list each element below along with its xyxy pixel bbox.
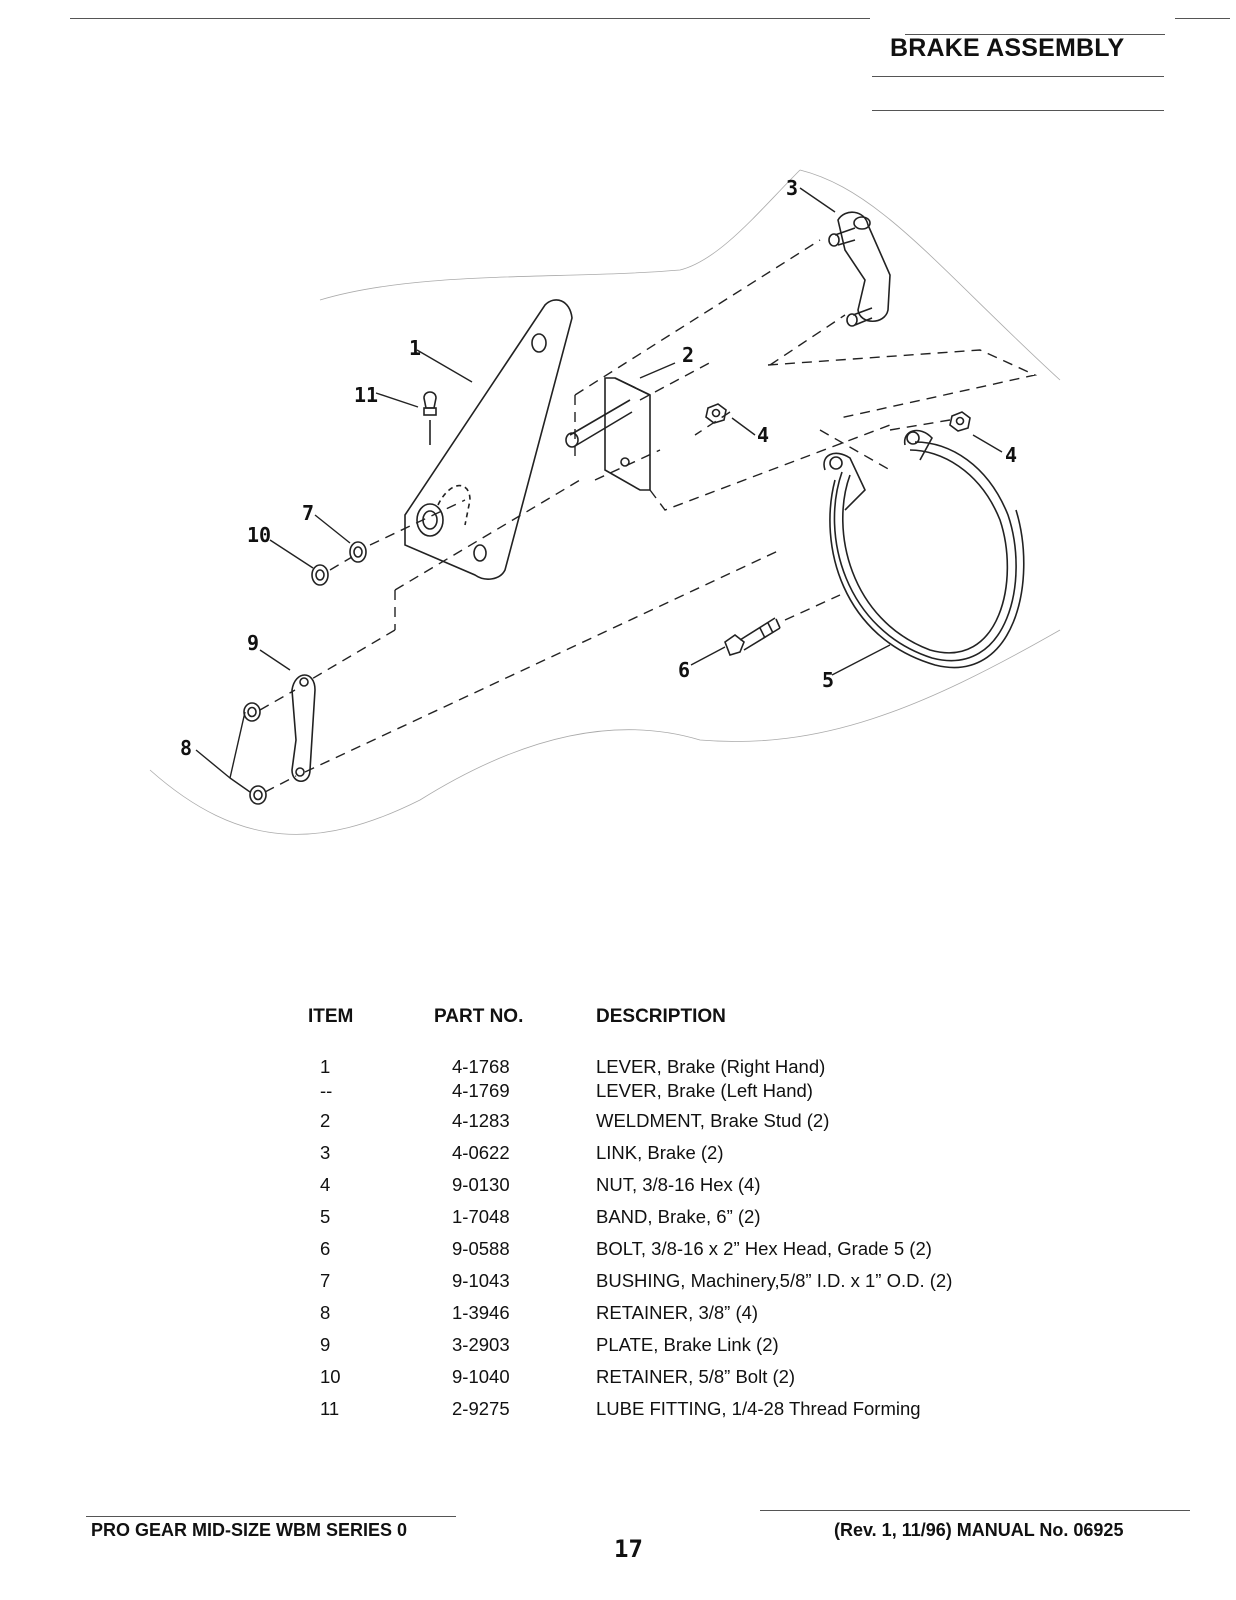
description-cell: WELDMENT, Brake Stud (2) [596,1110,830,1131]
brake-stud-weldment [565,377,651,491]
item-cell: 9 [320,1334,331,1355]
table-row: 8 1-3946 RETAINER, 3/8” (4) [0,1302,1236,1332]
hex-nut-right [949,411,971,432]
item-cell: 10 [320,1366,341,1387]
hex-nut-upper [705,403,727,424]
title-rule-1 [872,76,1164,77]
description-cell: LEVER, Brake (Left Hand) [596,1080,813,1101]
table-row: 6 9-0588 BOLT, 3/8-16 x 2” Hex Head, Gra… [0,1238,1236,1268]
description-cell: RETAINER, 3/8” (4) [596,1302,759,1323]
brake-assembly-diagram: 1 2 3 4 4 5 6 7 8 9 10 11 [149,169,1061,835]
table-row: 4 9-0130 NUT, 3/8-16 Hex (4) [0,1174,1236,1204]
brake-link-plate [291,674,316,783]
footer-rule-right [760,1510,1190,1511]
table-row: 11 2-9275 LUBE FITTING, 1/4-28 Thread Fo… [0,1398,1236,1428]
column-header-description: DESCRIPTION [596,1006,726,1027]
title-rule-2 [872,110,1164,111]
part-cell: 9-0130 [452,1174,510,1195]
table-row: 2 4-1283 WELDMENT, Brake Stud (2) [0,1110,1236,1140]
part-cell: 4-0622 [452,1142,510,1163]
brake-band [823,429,1025,669]
table-row: 5 1-7048 BAND, Brake, 6” (2) [0,1206,1236,1236]
top-rule-right [1175,18,1230,19]
description-cell: LUBE FITTING, 1/4-28 Thread Forming [596,1398,921,1419]
page-title: BRAKE ASSEMBLY [890,34,1125,62]
description-cell: LINK, Brake (2) [596,1142,724,1163]
item-cell: 11 [320,1398,340,1419]
description-cell: BAND, Brake, 6” (2) [596,1206,761,1227]
description-cell: PLATE, Brake Link (2) [596,1334,779,1355]
part-cell: 9-1040 [452,1366,510,1387]
part-cell: 9-0588 [452,1238,510,1259]
item-cell: -- [320,1080,333,1101]
callout-5: 5 [822,668,834,692]
item-cell: 6 [320,1238,331,1259]
item-cell: 1 [320,1056,331,1077]
item-cell: 7 [320,1270,331,1291]
description-cell: BOLT, 3/8-16 x 2” Hex Head, Grade 5 (2) [596,1238,932,1259]
callout-3: 3 [786,176,798,200]
retainer-upper [243,702,261,722]
item-cell: 3 [320,1142,331,1163]
callout-11: 11 [354,383,378,407]
title-rule-top [905,34,1165,35]
bolt-retainer [311,564,329,586]
callout-9: 9 [247,631,259,655]
item-cell: 5 [320,1206,331,1227]
part-cell: 1-3946 [452,1302,510,1323]
item-cell: 8 [320,1302,331,1323]
retainer-lower [249,785,267,805]
hex-head-bolt [724,617,781,656]
callout-7: 7 [302,501,314,525]
description-cell: BUSHING, Machinery,5/8” I.D. x 1” O.D. (… [596,1270,953,1291]
table-row: 9 3-2903 PLATE, Brake Link (2) [0,1334,1236,1364]
table-row: 10 9-1040 RETAINER, 5/8” Bolt (2) [0,1366,1236,1396]
callout-1: 1 [409,336,421,360]
part-cell: 4-1283 [452,1110,510,1131]
machinery-bushing [349,541,367,563]
callout-4-right: 4 [1005,443,1017,467]
callout-8: 8 [180,736,192,760]
table-row: 3 4-0622 LINK, Brake (2) [0,1142,1236,1172]
page-number: 17 [614,1535,643,1563]
description-cell: LEVER, Brake (Right Hand) [596,1056,826,1077]
column-header-item: ITEM [308,1006,354,1027]
callout-10: 10 [247,523,271,547]
callout-6: 6 [678,658,690,682]
part-cell: 2-9275 [452,1398,510,1419]
part-cell: 1-7048 [452,1206,510,1227]
table-row: 1 4-1768 LEVER, Brake (Right Hand) [0,1056,1236,1086]
item-cell: 4 [320,1174,331,1195]
description-cell: NUT, 3/8-16 Hex (4) [596,1174,761,1195]
footer-rule-left [86,1516,456,1517]
footer-product-name: PRO GEAR MID-SIZE WBM SERIES 0 [91,1520,408,1540]
column-header-part: PART NO. [434,1006,524,1027]
lube-fitting [423,391,437,445]
callout-2: 2 [682,343,694,367]
part-cell: 9-1043 [452,1270,510,1291]
callout-4-upper: 4 [757,423,769,447]
part-cell: 4-1769 [452,1080,510,1101]
footer-manual-number: (Rev. 1, 11/96) MANUAL No. 06925 [834,1520,1124,1540]
brake-link [828,211,891,327]
description-cell: RETAINER, 5/8” Bolt (2) [596,1366,796,1387]
item-cell: 2 [320,1110,331,1131]
part-cell: 3-2903 [452,1334,510,1355]
top-rule-left [70,18,870,19]
part-cell: 4-1768 [452,1056,510,1077]
table-row: -- 4-1769 LEVER, Brake (Left Hand) [0,1080,1236,1110]
table-row: 7 9-1043 BUSHING, Machinery,5/8” I.D. x … [0,1270,1236,1300]
